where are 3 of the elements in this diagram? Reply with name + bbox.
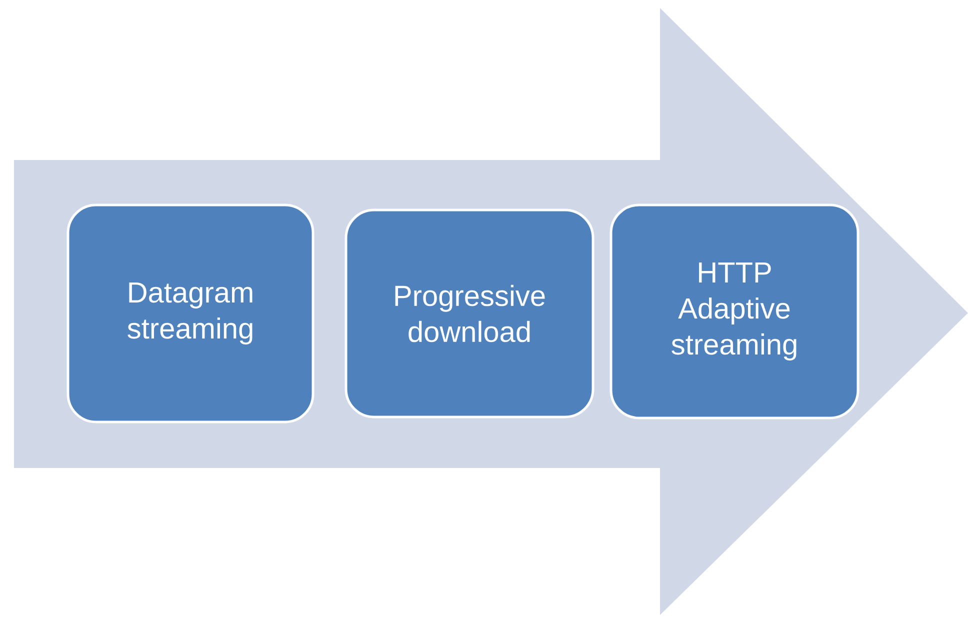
process-box: HTTP Adaptive streaming [610,204,860,420]
process-box: Progressive download [344,208,594,418]
process-box: Datagram streaming [66,204,314,424]
